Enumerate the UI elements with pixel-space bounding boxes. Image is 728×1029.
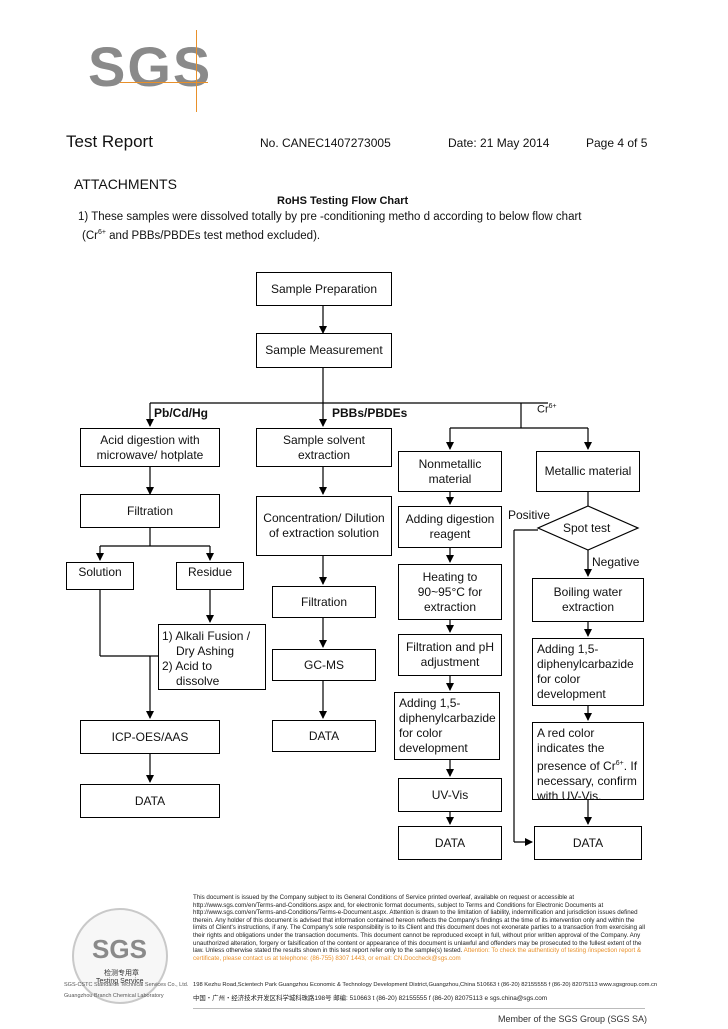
footer-divider xyxy=(193,1008,645,1009)
data-box-1: DATA xyxy=(80,784,220,818)
metallic-material-box: Metallic material xyxy=(536,451,640,492)
flow-chart-title: RoHS Testing Flow Chart xyxy=(277,195,409,207)
residue-box: Residue xyxy=(176,562,244,590)
intro-line-1: 1) These samples were dissolved totally … xyxy=(78,211,582,223)
gc-ms-box: GC-MS xyxy=(272,649,376,681)
branch-label-pbbs-pbdes: PBBs/PBDEs xyxy=(332,406,408,420)
sgs-logo: SGS xyxy=(88,35,213,98)
data-box-4: DATA xyxy=(534,826,642,860)
alkali-fusion-box: 1) Alkali Fusion / Dry Ashing 2) Acid to… xyxy=(158,624,266,690)
red-color-note-box: A red color indicates the presence of Cr… xyxy=(532,722,644,803)
page-number: Page 4 of 5 xyxy=(586,136,648,150)
concentration-box: Concentration/ Dilution of extraction so… xyxy=(256,496,392,556)
icp-oes-aas-box: ICP-OES/AAS xyxy=(80,720,220,754)
solution-box: Solution xyxy=(66,562,134,590)
adding-digestion-reagent-box: Adding digestion reagent xyxy=(398,506,502,548)
heating-box: Heating to 90~95°C for extraction xyxy=(398,564,502,620)
data-box-2: DATA xyxy=(272,720,376,752)
footer-address-cn: 中国・广州・经济技术开发区科学城科珠路198号 邮编: 510663 t (86… xyxy=(193,995,548,1002)
sample-preparation-box: Sample Preparation xyxy=(256,272,392,306)
intro-line-2: (Cr6+ and PBBs/PBDEs test method exclude… xyxy=(82,229,321,242)
report-date: Date: 21 May 2014 xyxy=(448,136,550,150)
branch-label-pb-cd-hg: Pb/Cd/Hg xyxy=(154,406,208,420)
attachments-heading: ATTACHMENTS xyxy=(74,176,177,192)
stamp-company-2: Guangzhou Branch Chemical Laboratory xyxy=(64,993,164,999)
nonmetallic-material-box: Nonmetallic material xyxy=(398,451,502,492)
adding-dpc-box-2: Adding 1,5-diphenylcarbazide for color d… xyxy=(532,638,644,706)
report-number: No. CANEC1407273005 xyxy=(260,136,391,150)
stamp-company-1: SGS-CSTC Standards Technical Services Co… xyxy=(64,982,189,988)
spot-test-label: Spot test xyxy=(563,521,611,535)
footer-attention: Attention: To check the authenticity of … xyxy=(193,947,642,962)
footer-address-en: 198 Kezhu Road,Scientech Park Guangzhou … xyxy=(193,982,658,988)
filtration-box-1: Filtration xyxy=(80,494,220,528)
data-box-3: DATA xyxy=(398,826,502,860)
boiling-water-extraction-box: Boiling water extraction xyxy=(532,578,644,622)
logo-accent-line xyxy=(120,82,208,83)
adding-dpc-box-1: Adding 1,5-diphenylcarbazide for color d… xyxy=(394,692,500,760)
footer-disclaimer: This document is issued by the Company s… xyxy=(193,894,645,962)
sgs-stamp: SGS 检测专用章 Testing Service xyxy=(72,908,168,1004)
negative-label: Negative xyxy=(592,555,640,569)
uv-vis-box: UV-Vis xyxy=(398,778,502,812)
positive-label: Positive xyxy=(508,508,551,522)
filtration-ph-box: Filtration and pH adjustment xyxy=(398,634,502,676)
footer-member: Member of the SGS Group (SGS SA) xyxy=(498,1014,648,1024)
branch-label-cr6: Cr6+ xyxy=(537,403,557,416)
logo-accent-line xyxy=(196,30,197,112)
sample-measurement-box: Sample Measurement xyxy=(256,333,392,368)
acid-digestion-box: Acid digestion with microwave/ hotplate xyxy=(80,428,220,467)
solvent-extraction-box: Sample solvent extraction xyxy=(256,428,392,467)
filtration-box-2: Filtration xyxy=(272,586,376,618)
report-title: Test Report xyxy=(66,132,153,151)
